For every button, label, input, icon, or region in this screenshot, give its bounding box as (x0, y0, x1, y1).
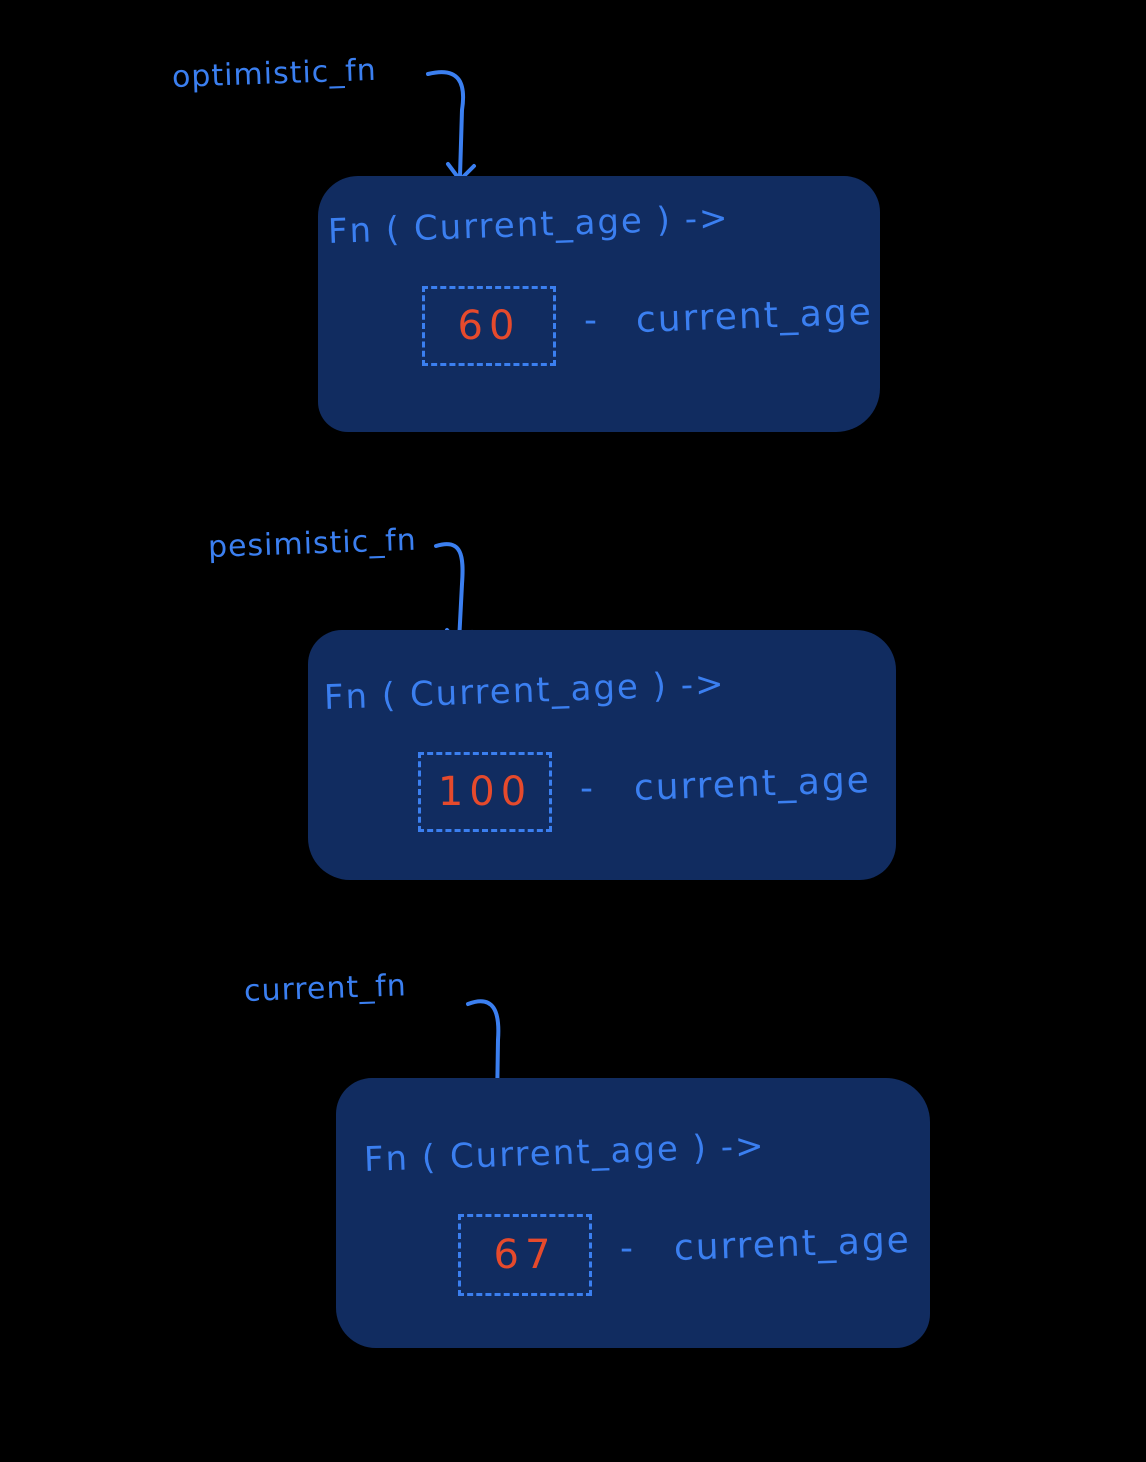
function-box (318, 176, 880, 432)
minus-operator: - (620, 1228, 633, 1269)
constant-value-box: 100 (418, 752, 552, 832)
arrow-pesimistic (434, 542, 465, 644)
function-box (308, 630, 896, 880)
operand-text: current_age (633, 759, 872, 809)
operand-text: current_age (673, 1219, 912, 1269)
constant-value: 100 (437, 769, 533, 815)
constant-value-box: 67 (458, 1214, 592, 1296)
function-name-label: current_fn (243, 968, 408, 1009)
operand-text: current_age (635, 291, 874, 341)
function-name-label: pesimistic_fn (207, 522, 418, 565)
arrow-optimistic (426, 70, 466, 178)
minus-operator: - (580, 768, 593, 809)
constant-value-box: 60 (422, 286, 556, 366)
constant-value: 67 (493, 1232, 557, 1278)
minus-operator: - (584, 300, 597, 341)
arrow-current (466, 999, 501, 1106)
function-box (336, 1078, 930, 1348)
constant-value: 60 (457, 303, 521, 349)
function-name-label: optimistic_fn (171, 52, 378, 95)
